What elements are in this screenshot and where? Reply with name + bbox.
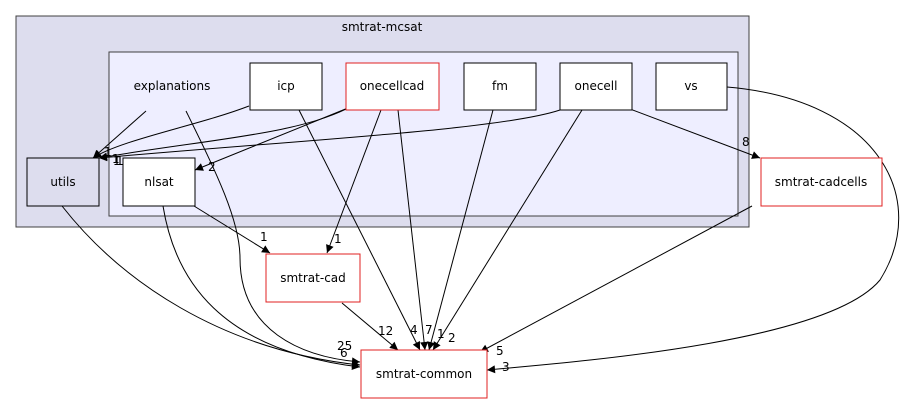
edge-label: 1 [112, 152, 120, 166]
node-label: icp [277, 79, 295, 93]
edge-vs-common [486, 86, 900, 374]
edge-label: 5 [496, 344, 504, 358]
node-fm[interactable]: fm [463, 62, 537, 111]
node-label: smtrat-common [376, 367, 472, 381]
edges [61, 86, 900, 374]
edge-onecell-cadcells [621, 105, 761, 159]
cluster-title: smtrat-mcsat [342, 20, 423, 34]
edge-label: 1 [113, 154, 121, 168]
node-label: fm [492, 79, 508, 93]
node-label: smtrat-cad [280, 271, 346, 285]
node-label: nlsat [144, 175, 174, 189]
node-label: onecell [575, 79, 618, 93]
edge-label: 1 [260, 230, 268, 244]
edge-label: 25 [337, 339, 352, 353]
edge-label: 3 [502, 360, 510, 374]
edge-icp-utils [92, 105, 250, 159]
node-label: vs [684, 79, 697, 93]
edge-labels: 1 1 1 1 2 1 1 8 25 6 12 4 7 1 2 5 3 [104, 135, 750, 374]
edge-explanations-common [185, 110, 361, 366]
edge-onecellcad-common [397, 109, 429, 351]
edge-cad-common [341, 302, 399, 351]
node-utils[interactable]: utils [26, 157, 100, 207]
edge-label: 1 [116, 154, 124, 168]
edge-label: 2 [448, 331, 456, 345]
edge-label: 1 [104, 145, 112, 159]
node-smtrat-common[interactable]: smtrat-common [360, 349, 488, 399]
node-label: onecellcad [360, 79, 425, 93]
node-icp[interactable]: icp [249, 62, 323, 111]
edge-label: 12 [378, 324, 393, 338]
edge-cadcells-common [479, 205, 753, 353]
edge-label: 2 [208, 160, 216, 174]
edge-label: 1 [437, 327, 445, 341]
edge-nlsat-cad [193, 205, 271, 254]
edge-onecell-utils [98, 109, 561, 162]
node-onecellcad[interactable]: onecellcad [345, 62, 440, 111]
edge-label: 1 [334, 232, 342, 246]
edge-onecell-common [432, 109, 583, 351]
cluster-explanations-label: explanations [134, 79, 211, 93]
node-label: smtrat-cadcells [775, 175, 867, 189]
edge-onecellcad-nlsat [194, 107, 349, 171]
edge-label: 8 [742, 135, 750, 149]
edge-label: 4 [410, 323, 418, 337]
node-nlsat[interactable]: nlsat [122, 157, 196, 207]
node-vs[interactable]: vs [655, 62, 728, 111]
node-smtrat-cad[interactable]: smtrat-cad [265, 253, 361, 303]
node-smtrat-cadcells[interactable]: smtrat-cadcells [760, 157, 883, 207]
edge-label: 6 [340, 346, 348, 360]
edge-onecellcad-cad [326, 109, 382, 254]
edge-nlsat-common [162, 205, 361, 371]
edge-fm-common [427, 109, 494, 351]
edge-label: 7 [425, 323, 433, 337]
edge-explanations-utils [92, 110, 147, 159]
edge-onecellcad-utils [98, 105, 353, 161]
node-onecell[interactable]: onecell [559, 62, 633, 111]
node-label: utils [50, 175, 75, 189]
edge-icp-common [298, 109, 421, 351]
edge-utils-common [61, 205, 361, 369]
